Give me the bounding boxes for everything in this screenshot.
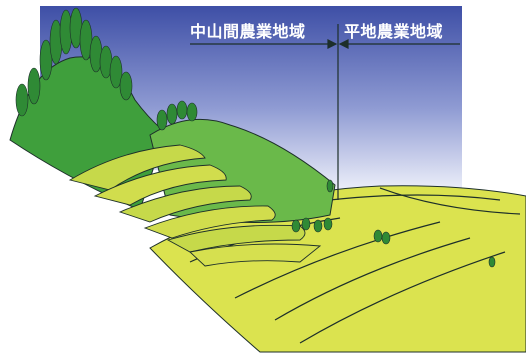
- hilly-mountainous-area-label: 中山間農業地域: [190, 22, 306, 41]
- forest-trees: [15, 7, 496, 268]
- boundary-markers: [190, 24, 460, 200]
- terraced-fields: [68, 144, 322, 267]
- flatland-area-label: 平地農業地域: [344, 22, 444, 41]
